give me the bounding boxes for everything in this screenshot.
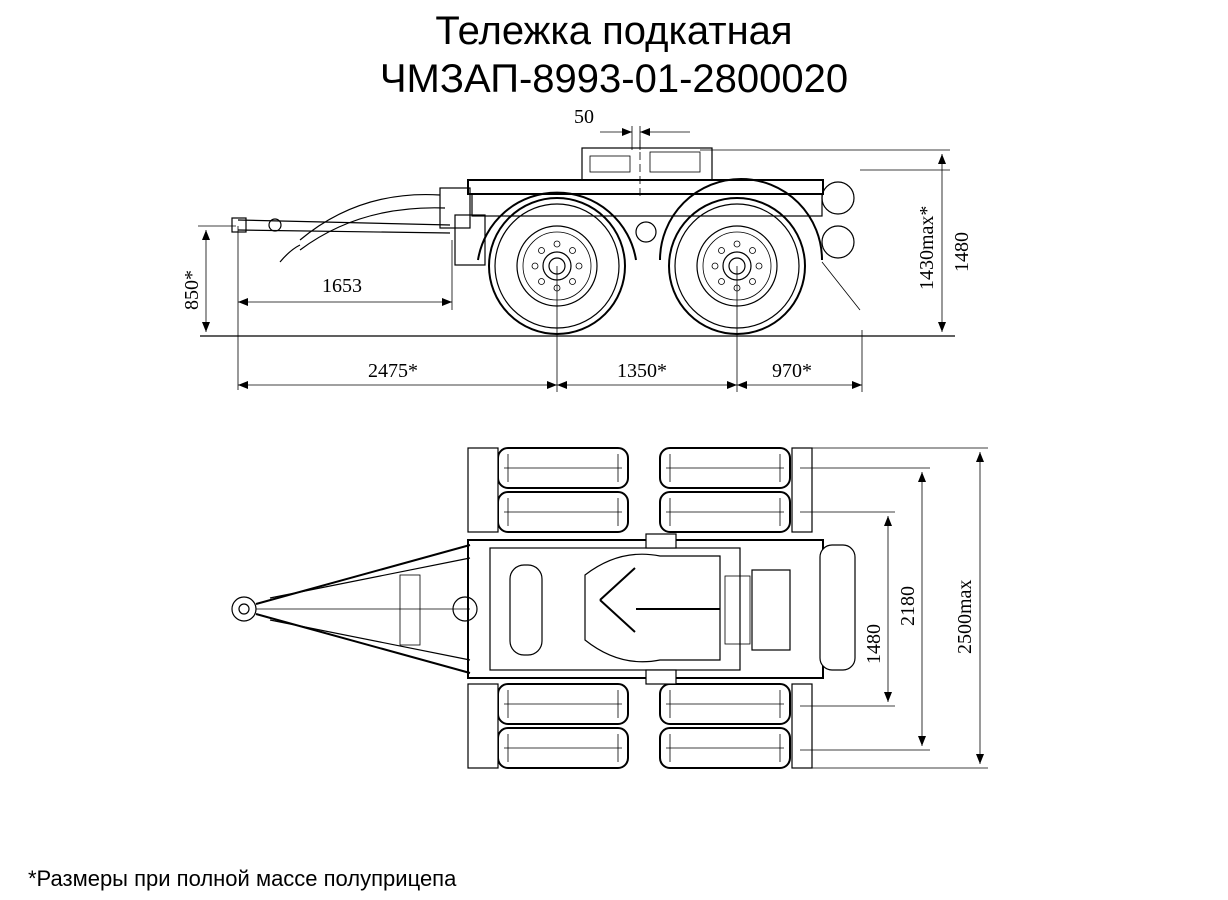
- dim-track-label: 1480: [863, 624, 885, 664]
- tires: [467, 447, 813, 769]
- dim-1430-label: 1430max*: [916, 206, 938, 290]
- top-dims: 1480 2180 2500max: [800, 447, 988, 769]
- dim-850-label: 850*: [181, 270, 203, 310]
- top-view: 1480 2180 2500max: [231, 447, 988, 769]
- top-drawbar: [231, 544, 478, 674]
- dim-2475-label: 2475*: [368, 360, 418, 382]
- equalizer-hub: [635, 221, 657, 243]
- dim-1653: 1653: [237, 226, 453, 390]
- side-view: 50 850* 1653 2475* 1350* 970*: [181, 106, 973, 392]
- dim-970-label: 970*: [772, 360, 812, 382]
- title-line-1: Тележка подкатная: [435, 9, 793, 53]
- top-frame: [467, 533, 856, 685]
- dim-1653-label: 1653: [322, 275, 362, 297]
- dim-2180-label: 2180: [897, 586, 919, 626]
- drawbar: [231, 187, 471, 263]
- frame: [454, 140, 824, 266]
- dim-50: 50: [574, 106, 690, 150]
- footnote: *Размеры при полной массе полуприцепа: [28, 866, 457, 891]
- dim-heights: 1430max* 1480: [700, 149, 973, 332]
- dim-1480-label: 1480: [951, 232, 973, 272]
- dim-chain: 2475* 1350* 970*: [238, 266, 863, 392]
- dim-850: 850*: [181, 225, 236, 332]
- dim-1350-label: 1350*: [617, 360, 667, 382]
- rear-fender: [659, 178, 823, 261]
- dim-50-label: 50: [574, 106, 594, 128]
- front-fender: [477, 191, 637, 261]
- title-line-2: ЧМЗАП-8993-01-2800020: [379, 57, 849, 101]
- air-tanks: [821, 181, 861, 311]
- dim-2500-label: 2500max: [954, 580, 976, 654]
